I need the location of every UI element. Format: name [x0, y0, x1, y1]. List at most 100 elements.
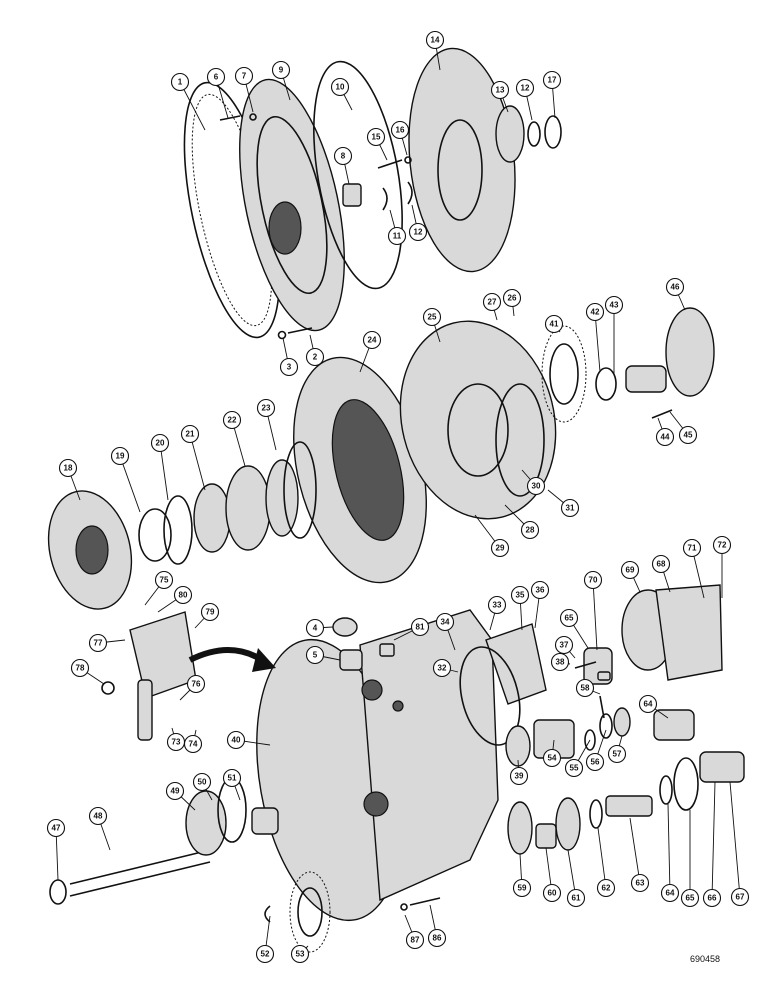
callout-number: 61 — [572, 894, 581, 903]
callout-19: 19 — [110, 446, 141, 513]
callout-circle — [678, 425, 698, 445]
callout-circle — [680, 888, 700, 908]
callout-circle — [154, 570, 174, 590]
callout-1: 1 — [170, 72, 206, 131]
countershaft-components — [400, 661, 745, 911]
callout-6: 6 — [206, 67, 229, 119]
callout-number: 78 — [76, 664, 85, 673]
callout-number: 6 — [214, 73, 219, 82]
callout-26: 26 — [502, 288, 522, 317]
callout-28: 28 — [504, 504, 540, 540]
callout-68: 68 — [651, 554, 671, 593]
drive-gear-and-shaft — [541, 307, 715, 423]
callout-number: 86 — [433, 934, 442, 943]
callout-circle — [510, 585, 530, 605]
callout-circle — [410, 617, 430, 637]
callout-54: 54 — [542, 739, 562, 768]
callout-number: 81 — [416, 623, 425, 632]
callout-number: 4 — [313, 624, 318, 633]
callout-number: 42 — [591, 308, 600, 317]
callout-number: 74 — [189, 740, 198, 749]
callout-number: 46 — [671, 283, 680, 292]
callout-circle — [502, 288, 522, 308]
callout-20: 20 — [150, 433, 170, 501]
callout-circle — [596, 878, 616, 898]
callout-5: 5 — [305, 645, 341, 665]
turbine-assembly — [47, 441, 317, 610]
callout-circle — [655, 427, 675, 447]
o-ring-seal — [313, 60, 403, 290]
callout-62: 62 — [596, 827, 616, 898]
callout-61: 61 — [566, 849, 586, 908]
callout-circle — [515, 78, 535, 98]
callout-circle — [305, 645, 325, 665]
callout-10: 10 — [330, 77, 353, 111]
callout-86: 86 — [427, 904, 447, 948]
callout-74: 74 — [183, 729, 203, 754]
callout-number: 36 — [536, 586, 545, 595]
callout-23: 23 — [256, 398, 277, 451]
callout-circle — [425, 30, 445, 50]
callout-50: 50 — [192, 772, 213, 801]
callout-number: 48 — [94, 812, 103, 821]
callout-number: 69 — [626, 566, 635, 575]
callout-number: 62 — [602, 884, 611, 893]
callout-circle — [362, 330, 382, 350]
callout-number: 40 — [232, 736, 241, 745]
callout-circle — [651, 554, 671, 574]
idler-gear — [264, 871, 331, 953]
callout-87: 87 — [404, 914, 425, 950]
callout-circle — [305, 347, 325, 367]
callout-45: 45 — [669, 411, 698, 445]
callout-number: 11 — [393, 232, 402, 241]
callout-2: 2 — [305, 334, 325, 367]
callout-circle — [279, 357, 299, 377]
callout-16: 16 — [390, 120, 410, 156]
callout-circle — [183, 734, 203, 754]
callout-circle — [682, 538, 702, 558]
callout-31: 31 — [547, 489, 580, 518]
callout-number: 30 — [532, 482, 541, 491]
callout-number: 55 — [570, 764, 579, 773]
callout-21: 21 — [180, 424, 206, 491]
callout-leader-line — [667, 803, 671, 894]
callout-number: 47 — [52, 824, 61, 833]
callout-63: 63 — [629, 817, 650, 893]
callout-circle — [712, 535, 732, 555]
callout-circle — [170, 72, 190, 92]
callout-number: 77 — [94, 639, 103, 648]
callout-circle — [88, 806, 108, 826]
callout-24: 24 — [359, 330, 382, 373]
callout-circle — [702, 888, 722, 908]
callout-39: 39 — [509, 759, 529, 786]
callout-circle — [70, 658, 90, 678]
callout-14: 14 — [425, 30, 445, 71]
callout-circle — [575, 678, 595, 698]
callout-number: 50 — [198, 778, 207, 787]
callout-circle — [173, 585, 193, 605]
callout-number: 68 — [657, 560, 666, 569]
callout-number: 10 — [336, 83, 345, 92]
callout-15: 15 — [366, 127, 388, 161]
callout-circle — [255, 944, 275, 964]
callout-number: 44 — [661, 433, 670, 442]
callout-51: 51 — [222, 768, 242, 801]
callout-number: 29 — [496, 544, 505, 553]
callout-circle — [542, 748, 562, 768]
callout-70: 70 — [583, 570, 603, 651]
callout-number: 64 — [644, 700, 653, 709]
spacer-bushing — [342, 183, 362, 207]
callout-number: 35 — [516, 591, 525, 600]
callout-36: 36 — [530, 580, 550, 629]
callout-65: 65 — [680, 810, 700, 908]
callout-number: 8 — [341, 152, 346, 161]
callout-circle — [542, 70, 562, 90]
callout-circle — [405, 930, 425, 950]
callout-number: 59 — [518, 884, 527, 893]
callout-53: 53 — [290, 944, 310, 964]
callout-circle — [226, 730, 246, 750]
callout-60: 60 — [542, 847, 562, 903]
callout-circle — [390, 120, 410, 140]
callout-circle — [542, 883, 562, 903]
